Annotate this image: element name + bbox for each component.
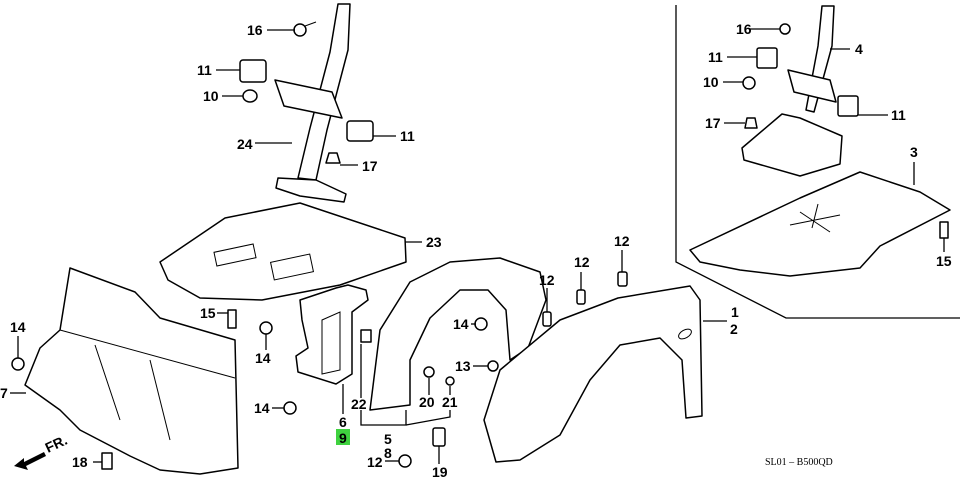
callout-15[interactable]: 15 — [936, 253, 952, 269]
callout-17[interactable]: 17 — [362, 158, 378, 174]
bolt-12-c[interactable] — [617, 271, 628, 287]
grommet-10[interactable] — [242, 89, 258, 103]
front-direction-arrow: FR. — [14, 432, 70, 470]
bolt-12-a[interactable] — [542, 311, 552, 327]
callout-6[interactable]: 6 — [339, 414, 347, 430]
brace-4[interactable] — [741, 5, 843, 177]
clip-11-inset-a[interactable] — [756, 47, 778, 69]
frame-3[interactable] — [689, 171, 951, 277]
callout-12[interactable]: 12 — [539, 272, 555, 288]
callout-16[interactable]: 16 — [736, 21, 752, 37]
callout-11[interactable]: 11 — [197, 62, 212, 78]
inset-frame — [675, 5, 960, 319]
callout-12[interactable]: 12 — [614, 233, 630, 249]
duct-6-9[interactable] — [295, 284, 369, 385]
callout-14[interactable]: 14 — [254, 400, 270, 416]
callout-14[interactable]: 14 — [453, 316, 469, 332]
bolt-18[interactable] — [101, 452, 113, 470]
callout-24[interactable]: 24 — [237, 136, 253, 152]
callout-2[interactable]: 2 — [730, 321, 738, 337]
front-marker-label: FR. — [43, 432, 70, 456]
callout-15[interactable]: 15 — [200, 305, 216, 321]
clip-14-d[interactable] — [474, 317, 488, 331]
callout-16[interactable]: 16 — [247, 22, 263, 38]
clip-11-left[interactable] — [239, 59, 267, 83]
callout-22[interactable]: 22 — [351, 396, 367, 412]
callout-14[interactable]: 14 — [255, 350, 271, 366]
callout-7[interactable]: 7 — [0, 385, 8, 401]
callout-8[interactable]: 8 — [384, 445, 392, 461]
callout-11[interactable]: 11 — [708, 49, 723, 65]
brace-24[interactable] — [274, 3, 351, 203]
callout-12[interactable]: 12 — [574, 254, 590, 270]
callout-10[interactable]: 10 — [203, 88, 219, 104]
air-guide-7[interactable] — [24, 267, 239, 475]
callout-17[interactable]: 17 — [705, 115, 721, 131]
callout-18[interactable]: 18 — [72, 454, 88, 470]
clip-14-c[interactable] — [283, 401, 297, 415]
callout-11[interactable]: 11 — [891, 107, 906, 123]
clip-14-a[interactable] — [11, 357, 25, 371]
bolt-15[interactable] — [227, 309, 237, 329]
callout-4[interactable]: 4 — [855, 41, 863, 57]
bolt-12-b[interactable] — [576, 289, 586, 305]
nut-20[interactable] — [423, 366, 435, 378]
leader-lines — [10, 28, 945, 464]
clip-11-inset-b[interactable] — [837, 95, 859, 117]
callout-13[interactable]: 13 — [455, 358, 471, 374]
callout-10[interactable]: 10 — [703, 74, 719, 90]
clip-19[interactable] — [432, 427, 446, 447]
bolt-12-d[interactable] — [398, 454, 412, 468]
bolt-16-inset[interactable] — [779, 23, 791, 35]
part-9-highlight — [336, 429, 350, 445]
callout-12[interactable]: 12 — [367, 454, 383, 470]
callout-19[interactable]: 19 — [432, 464, 448, 479]
callout-3[interactable]: 3 — [910, 144, 918, 160]
screw-21[interactable] — [445, 376, 455, 386]
callout-23[interactable]: 23 — [426, 234, 442, 250]
nut-17[interactable] — [325, 152, 341, 164]
callout-20[interactable]: 20 — [419, 394, 435, 410]
callout-21[interactable]: 21 — [442, 394, 458, 410]
diagram-code: SL01 – B500QD — [765, 457, 833, 468]
callout-9[interactable]: 9 — [339, 430, 347, 446]
nut-17-inset[interactable] — [744, 117, 758, 129]
under-cover-23[interactable] — [159, 202, 407, 301]
screw-13[interactable] — [487, 360, 499, 372]
grommet-10-inset[interactable] — [742, 76, 756, 90]
bolt-15-inset[interactable] — [939, 221, 949, 239]
front-fender-1-2[interactable] — [483, 285, 703, 463]
clip-11-right[interactable] — [346, 120, 374, 142]
clip-22[interactable] — [360, 329, 372, 343]
callout-labels: 16 11 10 11 24 17 23 16 4 11 10 11 17 3 … — [0, 21, 952, 479]
bolt-16[interactable] — [293, 21, 317, 37]
callout-1[interactable]: 1 — [731, 304, 739, 320]
callout-5[interactable]: 5 — [384, 431, 392, 447]
clip-14-b[interactable] — [259, 321, 273, 335]
callout-11[interactable]: 11 — [400, 128, 415, 144]
callout-14[interactable]: 14 — [10, 319, 26, 335]
